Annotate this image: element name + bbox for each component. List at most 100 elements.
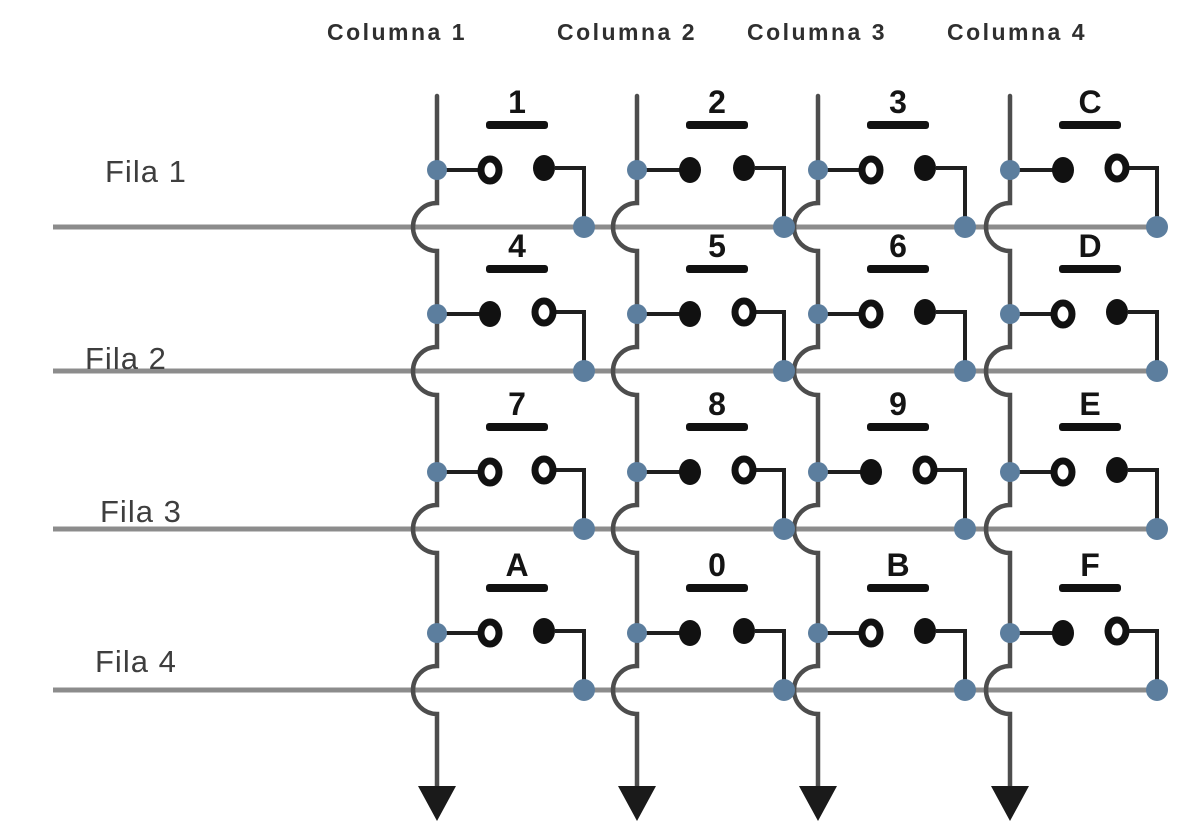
key-switch-D: D xyxy=(1000,228,1168,382)
column-junction-dot xyxy=(808,160,828,180)
switch-contact-filled xyxy=(1106,457,1128,483)
column-junction-dot xyxy=(627,304,647,324)
switch-contact-open xyxy=(912,455,938,485)
row-junction-dot xyxy=(1146,679,1168,701)
key-switch-C: C xyxy=(1000,84,1168,238)
button-cap xyxy=(1059,584,1121,592)
switch-contact-open xyxy=(858,299,884,329)
button-cap xyxy=(686,423,748,431)
column-junction-dot xyxy=(808,304,828,324)
switch-drop-wire xyxy=(555,468,586,529)
key-switch-3: 3 xyxy=(808,84,976,238)
row-label-1: Fila 1 xyxy=(105,154,187,189)
row-junction-dot xyxy=(1146,518,1168,540)
switch-drop-wire xyxy=(936,629,967,690)
switch-drop-wire xyxy=(755,166,786,227)
key-switch-A: A xyxy=(427,547,595,701)
key-label-9: 9 xyxy=(889,386,907,422)
row-junction-dot xyxy=(773,216,795,238)
key-switch-0: 0 xyxy=(627,547,795,701)
switch-drop-wire xyxy=(1128,310,1159,371)
switch-contact-open xyxy=(531,455,557,485)
key-switch-2: 2 xyxy=(627,84,795,238)
switch-contact-filled xyxy=(679,620,701,646)
column-junction-dot xyxy=(627,160,647,180)
column-junction-dot xyxy=(627,462,647,482)
row-junction-dot xyxy=(954,360,976,382)
row-junction-dot xyxy=(1146,216,1168,238)
key-switch-B: B xyxy=(808,547,976,701)
column-junction-dot xyxy=(808,462,828,482)
row-label-4: Fila 4 xyxy=(95,644,177,679)
column-label-2: Columna 2 xyxy=(557,19,697,45)
switch-drop-wire xyxy=(555,629,586,690)
button-cap xyxy=(486,423,548,431)
switch-drop-wire xyxy=(555,310,586,371)
switch-contact-filled xyxy=(1052,620,1074,646)
key-switch-6: 6 xyxy=(808,228,976,382)
switch-contact-filled xyxy=(1106,299,1128,325)
column-junction-dot xyxy=(427,160,447,180)
column-junction-dot xyxy=(427,304,447,324)
switch-contact-open xyxy=(858,155,884,185)
switch-contact-open xyxy=(731,455,757,485)
switch-contact-filled xyxy=(679,459,701,485)
column-label-4: Columna 4 xyxy=(947,19,1087,45)
row-junction-dot xyxy=(954,216,976,238)
key-label-7: 7 xyxy=(508,386,526,422)
switch-drop-wire xyxy=(755,310,786,371)
switch-drop-wire xyxy=(936,166,967,227)
down-arrow-icon xyxy=(418,786,456,821)
button-cap xyxy=(686,265,748,273)
switch-contact-open xyxy=(731,297,757,327)
key-label-8: 8 xyxy=(708,386,726,422)
switch-contact-filled xyxy=(860,459,882,485)
key-switch-E: E xyxy=(1000,386,1168,540)
key-label-D: D xyxy=(1078,228,1101,264)
row-junction-dot xyxy=(573,518,595,540)
row-junction-dot xyxy=(773,518,795,540)
switch-contact-open xyxy=(1104,616,1130,646)
switch-contact-filled xyxy=(679,301,701,327)
down-arrow-icon xyxy=(799,786,837,821)
row-junction-dot xyxy=(1146,360,1168,382)
column-junction-dot xyxy=(427,462,447,482)
column-wire-4 xyxy=(983,93,1013,791)
switch-contact-filled xyxy=(533,618,555,644)
switch-contact-filled xyxy=(733,155,755,181)
key-label-E: E xyxy=(1079,386,1100,422)
switch-drop-wire xyxy=(936,310,967,371)
button-cap xyxy=(686,121,748,129)
key-switch-7: 7 xyxy=(427,386,595,540)
key-label-0: 0 xyxy=(708,547,726,583)
button-cap xyxy=(486,121,548,129)
switch-contact-open xyxy=(1050,457,1076,487)
switch-drop-wire xyxy=(1128,468,1159,529)
button-cap xyxy=(1059,423,1121,431)
switch-drop-wire xyxy=(1128,166,1159,227)
row-junction-dot xyxy=(954,679,976,701)
switch-contact-open xyxy=(477,155,503,185)
key-label-F: F xyxy=(1080,547,1100,583)
key-label-4: 4 xyxy=(508,228,526,264)
switch-contact-filled xyxy=(479,301,501,327)
switch-contact-open xyxy=(1104,153,1130,183)
key-switch-8: 8 xyxy=(627,386,795,540)
button-cap xyxy=(486,265,548,273)
button-cap xyxy=(867,265,929,273)
switch-drop-wire xyxy=(936,468,967,529)
column-junction-dot xyxy=(808,623,828,643)
button-cap xyxy=(867,423,929,431)
row-junction-dot xyxy=(773,679,795,701)
switch-contact-filled xyxy=(1052,157,1074,183)
row-junction-dot xyxy=(773,360,795,382)
column-junction-dot xyxy=(427,623,447,643)
switch-drop-wire xyxy=(555,166,586,227)
row-label-2: Fila 2 xyxy=(85,341,167,376)
button-cap xyxy=(686,584,748,592)
column-label-3: Columna 3 xyxy=(747,19,887,45)
row-label-3: Fila 3 xyxy=(100,494,182,529)
column-wire-3 xyxy=(791,93,821,791)
switch-contact-open xyxy=(531,297,557,327)
row-junction-dot xyxy=(954,518,976,540)
